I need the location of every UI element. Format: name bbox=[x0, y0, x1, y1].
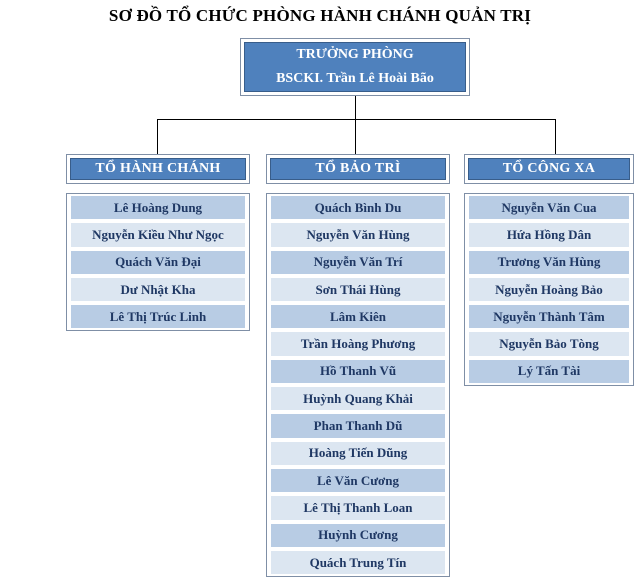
member-name: Nguyễn Bảo Tòng bbox=[469, 332, 629, 356]
members-list-hanh-chanh: Lê Hoàng Dung Nguyễn Kiều Như Ngọc Quách… bbox=[66, 193, 250, 332]
list-item: Nguyễn Văn Cua bbox=[465, 194, 633, 221]
dept-header-cong-xa: TỔ CÔNG XA bbox=[464, 154, 634, 184]
member-name: Lê Văn Cương bbox=[271, 468, 445, 493]
member-name: Quách Trung Tín bbox=[271, 550, 445, 575]
head-role: TRƯỞNG PHÒNG bbox=[296, 47, 414, 62]
dept-header-label: TỔ CÔNG XA bbox=[468, 158, 630, 180]
list-item: Nguyễn Thành Tâm bbox=[465, 303, 633, 330]
member-name: Nguyễn Hoàng Bảo bbox=[469, 277, 629, 302]
member-name: Lâm Kiên bbox=[271, 305, 445, 329]
list-item: Trương Văn Hùng bbox=[465, 249, 633, 276]
list-item: Hồ Thanh Vũ bbox=[267, 358, 449, 385]
member-name: Quách Bình Du bbox=[271, 196, 445, 220]
member-name: Hoàng Tiến Dũng bbox=[271, 441, 445, 465]
list-item: Lê Thị Trúc Linh bbox=[67, 303, 249, 330]
list-item: Quách Bình Du bbox=[267, 194, 449, 221]
list-item: Dư Nhật Kha bbox=[67, 276, 249, 303]
dept-header-bao-tri: TỔ BẢO TRÌ bbox=[266, 154, 450, 184]
list-item: Quách Trung Tín bbox=[267, 549, 449, 576]
connector-head-down bbox=[355, 96, 356, 119]
dept-header-label: TỔ HÀNH CHÁNH bbox=[70, 158, 246, 180]
head-box: TRƯỞNG PHÒNG BSCKI. Trần Lê Hoài Bão bbox=[240, 38, 470, 96]
member-name: Trần Hoàng Phương bbox=[271, 332, 445, 356]
list-item: Lê Hoàng Dung bbox=[67, 194, 249, 221]
list-item: Nguyễn Kiều Như Ngọc bbox=[67, 221, 249, 248]
member-name: Quách Văn Đại bbox=[71, 250, 245, 274]
dept-header-hanh-chanh: TỔ HÀNH CHÁNH bbox=[66, 154, 250, 184]
member-name: Trương Văn Hùng bbox=[469, 250, 629, 274]
connector-dept-2 bbox=[355, 119, 356, 154]
member-name: Nguyễn Kiều Như Ngọc bbox=[71, 223, 245, 247]
list-item: Lê Văn Cương bbox=[267, 467, 449, 494]
member-name: Nguyễn Thành Tâm bbox=[469, 305, 629, 329]
member-name: Lê Hoàng Dung bbox=[71, 196, 245, 220]
member-name: Huỳnh Quang Khải bbox=[271, 387, 445, 411]
member-name: Lý Tấn Tài bbox=[469, 359, 629, 384]
member-name: Nguyễn Văn Hùng bbox=[271, 223, 445, 247]
member-name: Nguyễn Văn Cua bbox=[469, 196, 629, 220]
member-name: Lê Thị Trúc Linh bbox=[71, 305, 245, 329]
list-item: Hứa Hồng Dân bbox=[465, 221, 633, 248]
list-item: Huỳnh Cương bbox=[267, 522, 449, 549]
list-item: Hoàng Tiến Dũng bbox=[267, 440, 449, 467]
chart-title: SƠ ĐỒ TỔ CHỨC PHÒNG HÀNH CHÁNH QUẢN TRỊ bbox=[108, 6, 532, 25]
list-item: Lê Thị Thanh Loan bbox=[267, 494, 449, 521]
connector-horizontal bbox=[157, 119, 555, 120]
list-item: Nguyễn Văn Hùng bbox=[267, 221, 449, 248]
member-name: Sơn Thái Hùng bbox=[271, 277, 445, 302]
member-name: Hứa Hồng Dân bbox=[469, 223, 629, 247]
member-name: Huỳnh Cương bbox=[271, 523, 445, 547]
list-item: Nguyễn Hoàng Bảo bbox=[465, 276, 633, 303]
list-item: Nguyễn Văn Trí bbox=[267, 249, 449, 276]
list-item: Trần Hoàng Phương bbox=[267, 330, 449, 357]
list-item: Sơn Thái Hùng bbox=[267, 276, 449, 303]
member-name: Phan Thanh Dũ bbox=[271, 414, 445, 438]
list-item: Nguyễn Bảo Tòng bbox=[465, 330, 633, 357]
members-list-bao-tri: Quách Bình Du Nguyễn Văn Hùng Nguyễn Văn… bbox=[266, 193, 450, 578]
member-name: Dư Nhật Kha bbox=[71, 277, 245, 302]
list-item: Quách Văn Đại bbox=[67, 249, 249, 276]
head-inner: TRƯỞNG PHÒNG BSCKI. Trần Lê Hoài Bão bbox=[244, 42, 466, 92]
list-item: Lý Tấn Tài bbox=[465, 358, 633, 385]
head-name: BSCKI. Trần Lê Hoài Bão bbox=[276, 71, 434, 86]
list-item: Huỳnh Quang Khải bbox=[267, 385, 449, 412]
members-list-cong-xa: Nguyễn Văn Cua Hứa Hồng Dân Trương Văn H… bbox=[464, 193, 634, 387]
connector-dept-3 bbox=[555, 119, 556, 154]
member-name: Nguyễn Văn Trí bbox=[271, 250, 445, 274]
member-name: Lê Thị Thanh Loan bbox=[271, 496, 445, 520]
connector-dept-1 bbox=[157, 119, 158, 154]
member-name: Hồ Thanh Vũ bbox=[271, 359, 445, 384]
list-item: Lâm Kiên bbox=[267, 303, 449, 330]
list-item: Phan Thanh Dũ bbox=[267, 412, 449, 439]
dept-header-label: TỔ BẢO TRÌ bbox=[270, 158, 446, 180]
